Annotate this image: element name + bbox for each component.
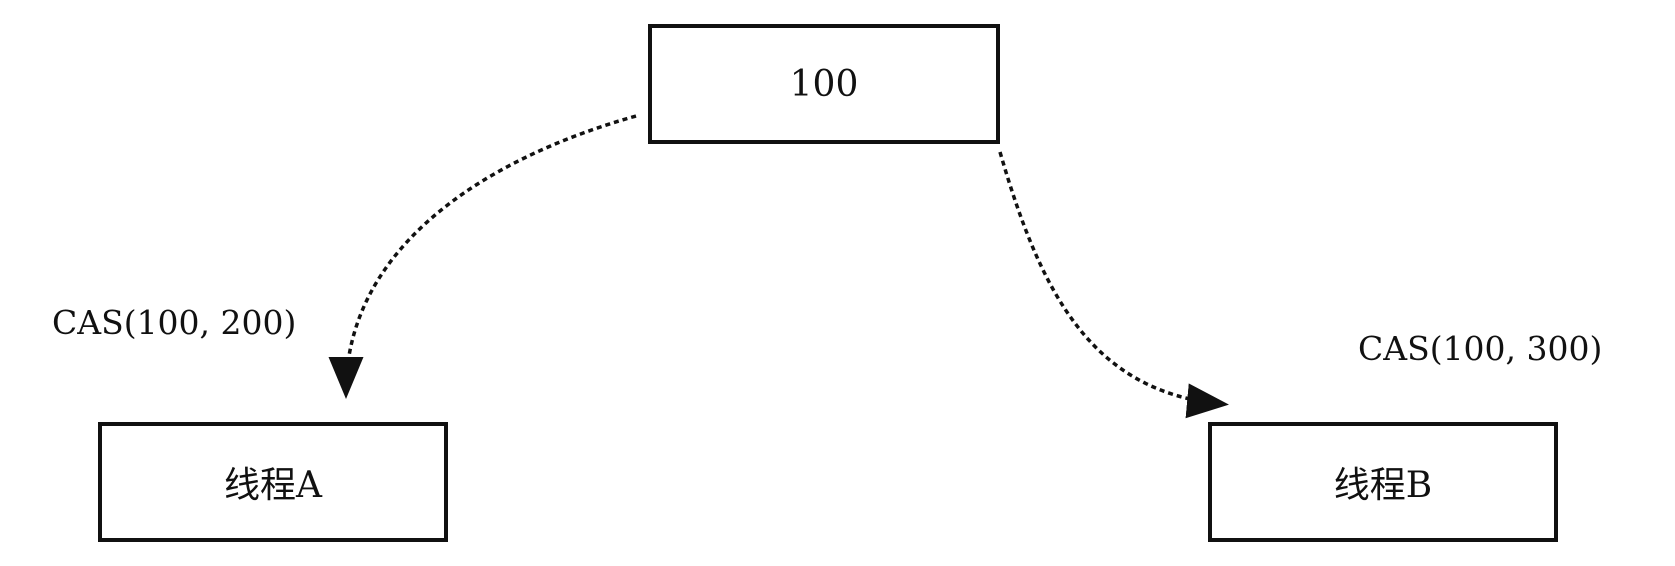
thread-a-label: 线程A xyxy=(224,465,322,506)
memory-value-label: 100 xyxy=(789,63,859,105)
memory-value-box: 100 xyxy=(648,24,1000,144)
arrow-to-thread-a xyxy=(328,114,637,399)
cas-b-label: CAS(100, 300) xyxy=(1358,329,1603,368)
thread-b-label: 线程B xyxy=(1333,465,1433,506)
arrow-to-thread-b xyxy=(998,151,1229,419)
thread-b-box: 线程B xyxy=(1208,422,1558,542)
cas-a-label: CAS(100, 200) xyxy=(52,303,297,342)
thread-a-box: 线程A xyxy=(98,422,448,542)
